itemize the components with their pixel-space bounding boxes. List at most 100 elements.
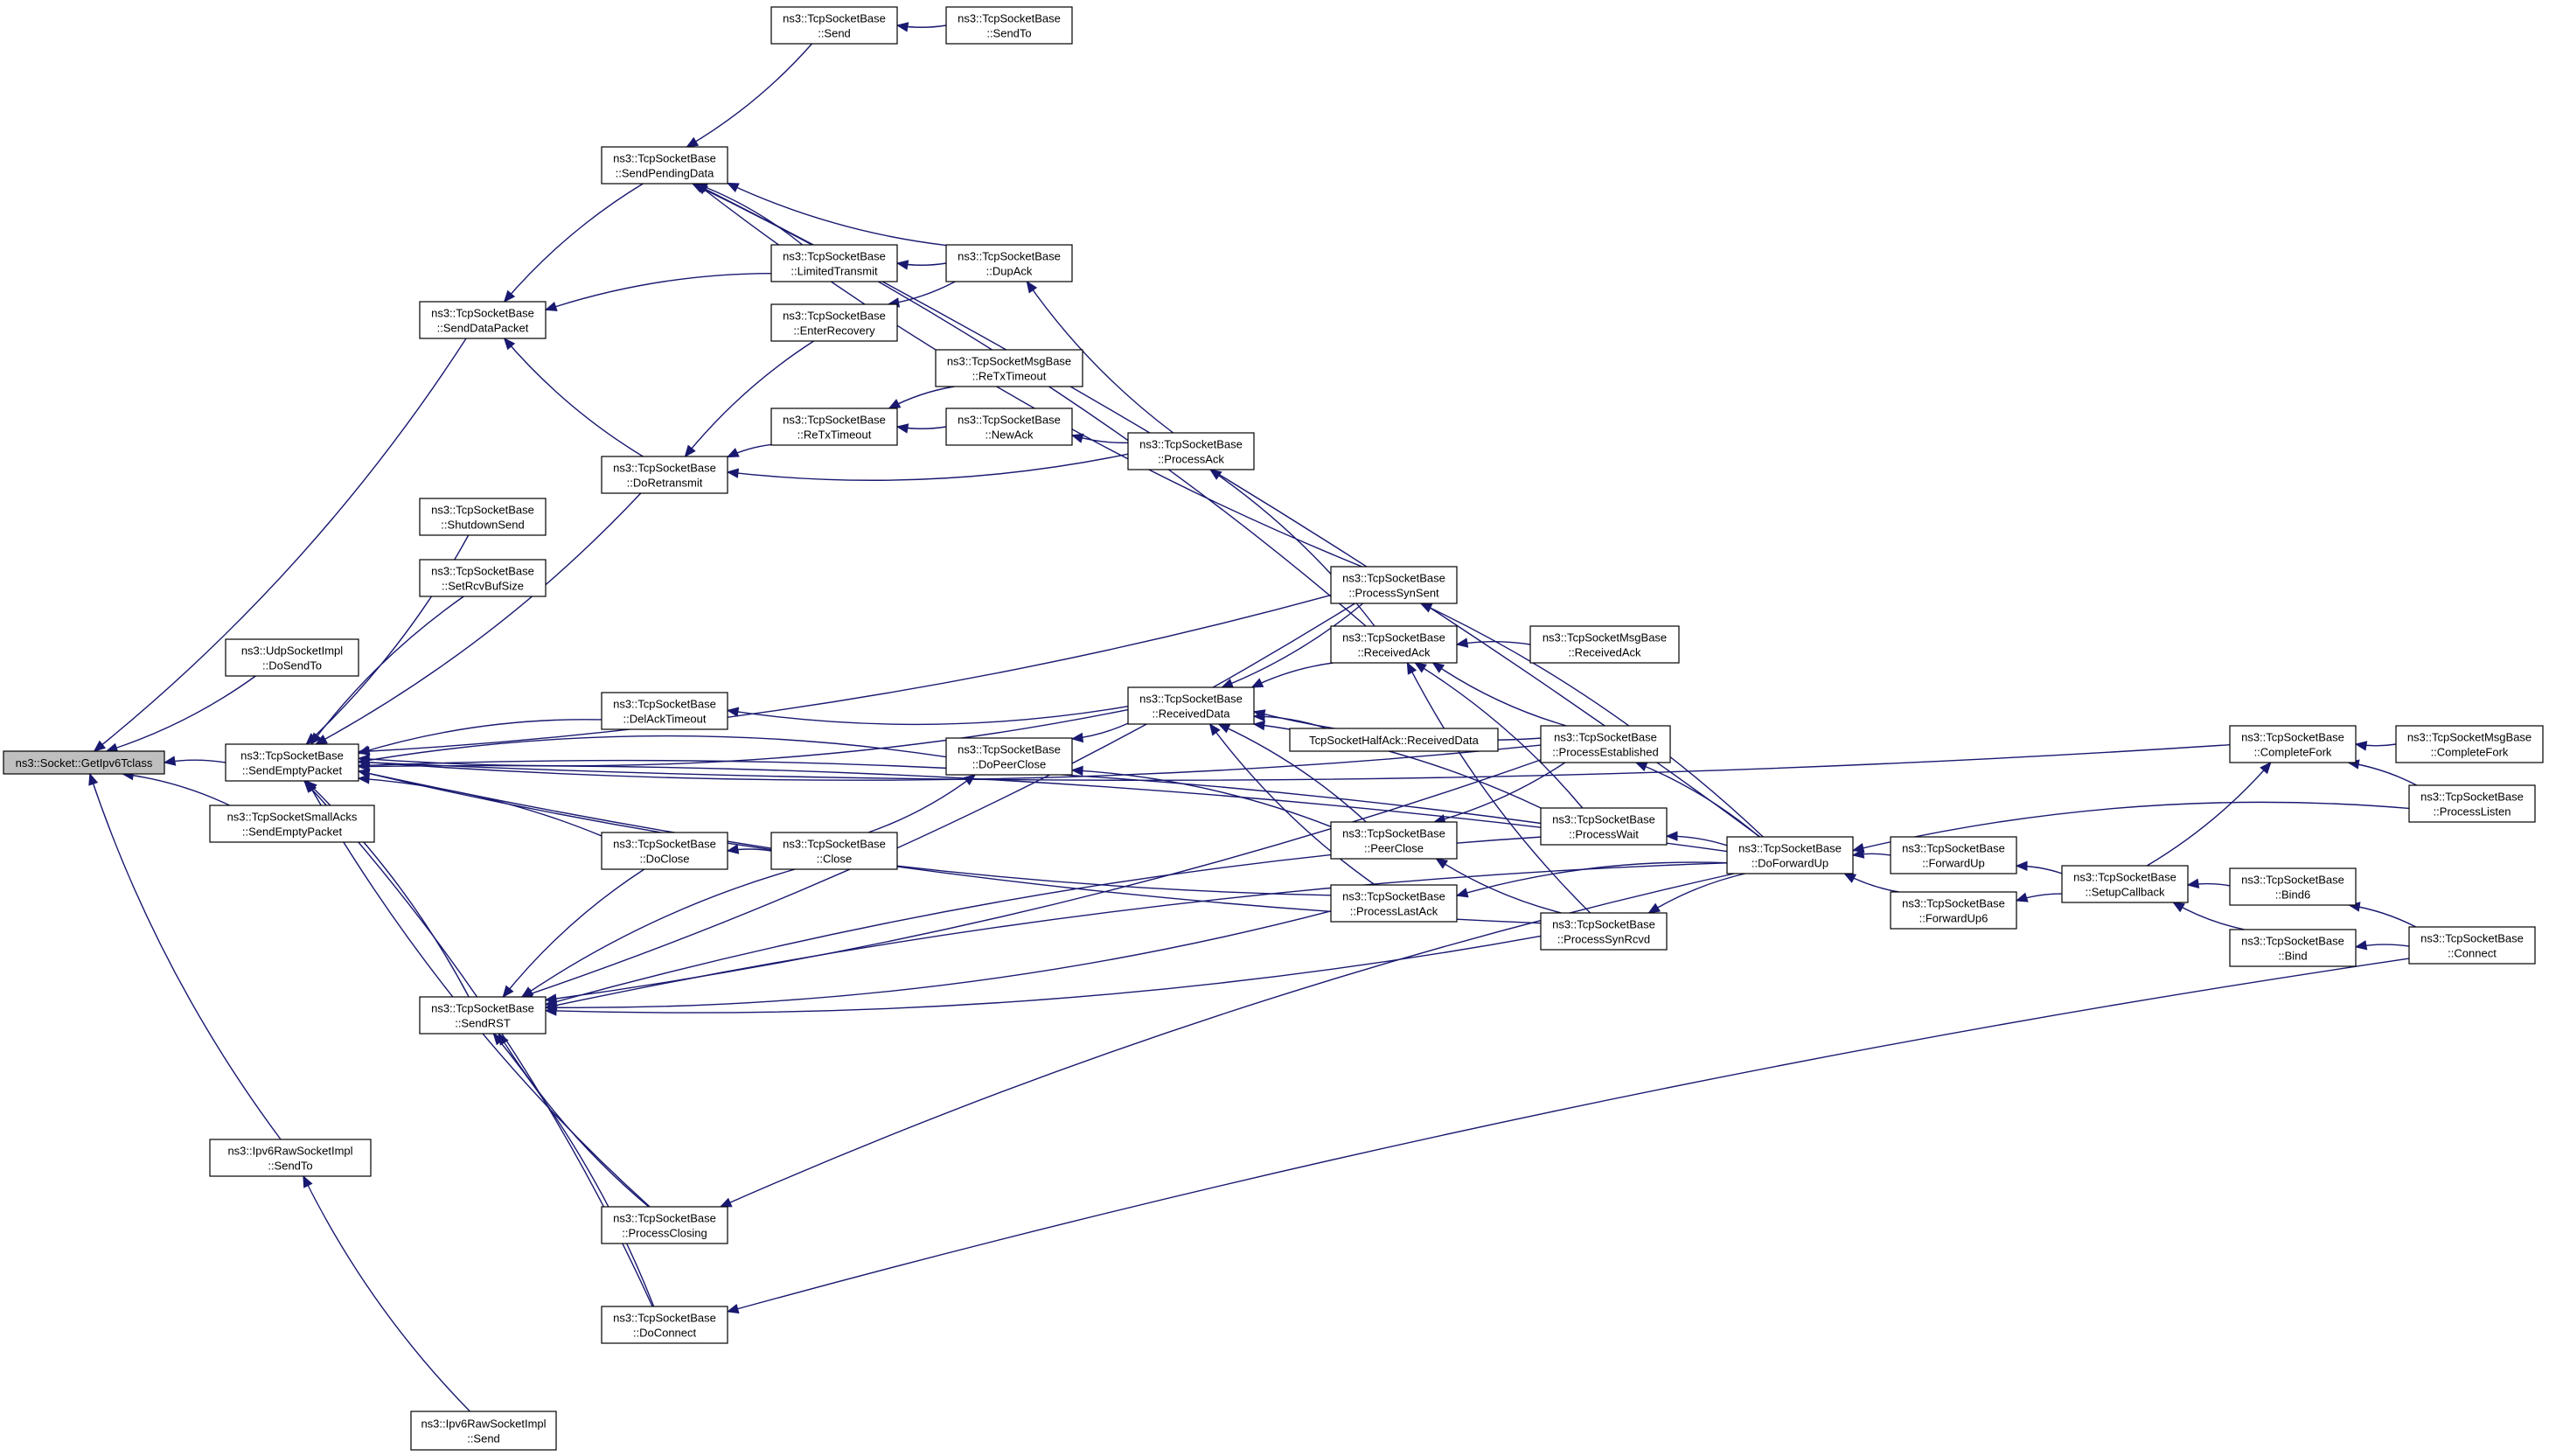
node-label-line: ::ShutdownSend bbox=[441, 519, 524, 532]
node-senddatapacket[interactable]: ns3::TcpSocketBase::SendDataPacket bbox=[419, 301, 547, 339]
call-edge-doretransmit-to-senddatapacket bbox=[503, 338, 644, 457]
node-shutdownsend[interactable]: ns3::TcpSocketBase::ShutdownSend bbox=[419, 498, 547, 536]
edge-arrowhead bbox=[503, 338, 516, 351]
node-box bbox=[209, 1139, 372, 1177]
node-label-line: ns3::TcpSocketBase bbox=[783, 838, 886, 851]
edge-arrowhead bbox=[726, 182, 740, 192]
node-label-line: ::DoPeerClose bbox=[972, 758, 1047, 771]
node-completefork[interactable]: ns3::TcpSocketBase::CompleteFork bbox=[2229, 725, 2357, 763]
node-box bbox=[601, 1306, 728, 1344]
call-edge-retxtimeout-to-doretransmit bbox=[726, 443, 772, 458]
node-processlastack[interactable]: ns3::TcpSocketBase::ProcessLastAck bbox=[1330, 884, 1458, 923]
node-processwait[interactable]: ns3::TcpSocketBase::ProcessWait bbox=[1540, 807, 1668, 846]
node-label-line: ::SetRcvBufSize bbox=[442, 580, 524, 593]
node-box bbox=[2229, 929, 2357, 967]
node-newack[interactable]: ns3::TcpSocketBase::NewAck bbox=[945, 408, 1073, 446]
edge-arrowhead bbox=[1431, 662, 1445, 673]
node-dopeerclose[interactable]: ns3::TcpSocketBase::DoPeerClose bbox=[945, 737, 1073, 776]
edge-arrowhead bbox=[357, 757, 370, 768]
node-label-line: ns3::TcpSocketBase bbox=[1552, 813, 1655, 826]
node-ipv6raw_send[interactable]: ns3::Ipv6RawSocketImpl::Send bbox=[410, 1411, 557, 1451]
node-processsynsent[interactable]: ns3::TcpSocketBase::ProcessSynSent bbox=[1330, 566, 1458, 604]
edge-arrowhead bbox=[726, 448, 740, 458]
node-label-line: ::Send bbox=[818, 27, 851, 40]
node-sendemptypacket[interactable]: ns3::TcpSocketBase::SendEmptyPacket bbox=[225, 743, 359, 782]
node-label-line: ::ReceivedData bbox=[1153, 707, 1231, 721]
node-root[interactable]: ns3::Socket::GetIpv6Tclass bbox=[3, 750, 165, 775]
node-processestablished[interactable]: ns3::TcpSocketBase::ProcessEstablished bbox=[1540, 725, 1671, 763]
call-edge-setupcallback-to-completefork bbox=[2146, 762, 2272, 867]
node-label-line: ::SendTo bbox=[268, 1160, 312, 1173]
node-box bbox=[1890, 891, 2017, 930]
node-receiveddata[interactable]: ns3::TcpSocketBase::ReceivedData bbox=[1127, 686, 1255, 725]
node-setrcvbufsize[interactable]: ns3::TcpSocketBase::SetRcvBufSize bbox=[419, 559, 547, 597]
node-receivedack[interactable]: ns3::TcpSocketBase::ReceivedAck bbox=[1330, 625, 1458, 664]
node-doforwardup[interactable]: ns3::TcpSocketBase::DoForwardUp bbox=[1726, 836, 1854, 874]
edge-arrowhead bbox=[303, 1174, 313, 1188]
node-box bbox=[2408, 926, 2536, 965]
call-edge-close-to-dopeerclose bbox=[867, 774, 977, 833]
node-label-line: ::PeerClose bbox=[1364, 842, 1424, 855]
node-send[interactable]: ns3::TcpSocketBase::Send bbox=[770, 6, 898, 45]
edge-arrowhead bbox=[1435, 858, 1449, 869]
node-sendpendingdata[interactable]: ns3::TcpSocketBase::SendPendingData bbox=[601, 146, 728, 185]
node-doclose[interactable]: ns3::TcpSocketBase::DoClose bbox=[601, 832, 728, 870]
node-dupack[interactable]: ns3::TcpSocketBase::DupAck bbox=[945, 244, 1073, 282]
call-edge-doretransmit-to-sendemptypacket bbox=[315, 492, 642, 745]
node-label-line: ::ReceivedAck bbox=[1357, 646, 1431, 659]
node-doconnect[interactable]: ns3::TcpSocketBase::DoConnect bbox=[601, 1306, 728, 1344]
node-box bbox=[1540, 807, 1668, 846]
node-box bbox=[770, 408, 898, 446]
node-connect[interactable]: ns3::TcpSocketBase::Connect bbox=[2408, 926, 2536, 965]
edge-arrowhead bbox=[1647, 902, 1661, 914]
node-doretransmit[interactable]: ns3::TcpSocketBase::DoRetransmit bbox=[601, 456, 728, 494]
node-processack[interactable]: ns3::TcpSocketBase::ProcessAck bbox=[1127, 432, 1255, 470]
node-msg_receivedack[interactable]: ns3::TcpSocketMsgBase::ReceivedAck bbox=[1529, 625, 1680, 664]
node-smallacks[interactable]: ns3::TcpSocketSmallAcks::SendEmptyPacket bbox=[209, 805, 375, 843]
node-box bbox=[1330, 625, 1458, 664]
edge-arrowhead bbox=[2354, 940, 2368, 951]
call-edge-newack-to-retxtimeout bbox=[895, 423, 947, 434]
node-label-line: ::ProcessClosing bbox=[622, 1227, 707, 1240]
call-edge-send-to-sendpendingdata bbox=[686, 43, 813, 148]
node-forwardup6[interactable]: ns3::TcpSocketBase::ForwardUp6 bbox=[1890, 891, 2017, 930]
node-label-line: ::SendRST bbox=[455, 1017, 511, 1030]
node-setupcallback[interactable]: ns3::TcpSocketBase::SetupCallback bbox=[2061, 865, 2189, 903]
node-bind[interactable]: ns3::TcpSocketBase::Bind bbox=[2229, 929, 2357, 967]
node-msg_retxtimeout[interactable]: ns3::TcpSocketMsgBase::ReTxTimeout bbox=[935, 349, 1083, 387]
node-processclosing[interactable]: ns3::TcpSocketBase::ProcessClosing bbox=[601, 1206, 728, 1244]
node-msg_completefork[interactable]: ns3::TcpSocketMsgBase::CompleteFork bbox=[2395, 725, 2544, 763]
node-label-line: ::NewAck bbox=[985, 428, 1034, 442]
edge-arrowhead bbox=[1208, 469, 1222, 480]
call-edge-processack-to-newack bbox=[1070, 433, 1129, 444]
node-label-line: ::Close bbox=[817, 853, 852, 866]
node-box bbox=[770, 832, 898, 870]
node-enterrecovery[interactable]: ns3::TcpSocketBase::EnterRecovery bbox=[770, 303, 898, 342]
edge-arrowhead bbox=[303, 780, 316, 793]
node-label-line: ns3::UdpSocketImpl bbox=[241, 644, 343, 658]
node-delacktimeout[interactable]: ns3::TcpSocketBase::DelAckTimeout bbox=[601, 692, 728, 730]
node-sendrst[interactable]: ns3::TcpSocketBase::SendRST bbox=[419, 996, 547, 1035]
node-forwardup[interactable]: ns3::TcpSocketBase::ForwardUp bbox=[1890, 836, 2017, 874]
node-udp_dosendto[interactable]: ns3::UdpSocketImpl::DoSendTo bbox=[225, 638, 359, 677]
node-processlisten[interactable]: ns3::TcpSocketBase::ProcessListen bbox=[2408, 784, 2536, 823]
node-close[interactable]: ns3::TcpSocketBase::Close bbox=[770, 832, 898, 870]
node-retxtimeout[interactable]: ns3::TcpSocketBase::ReTxTimeout bbox=[770, 408, 898, 446]
call-edge-sendto-to-send bbox=[895, 22, 947, 32]
call-edge-msg_receivedack-to-receivedack bbox=[1455, 637, 1531, 648]
node-label-line: ::SendPendingData bbox=[616, 167, 715, 180]
node-processsynrcvd[interactable]: ns3::TcpSocketBase::ProcessSynRcvd bbox=[1540, 912, 1668, 951]
node-bind6[interactable]: ns3::TcpSocketBase::Bind6 bbox=[2229, 867, 2357, 906]
node-halfack[interactable]: TcpSocketHalfAck::ReceivedData bbox=[1289, 728, 1499, 752]
call-edge-setrcvbufsize-to-sendemptypacket bbox=[310, 596, 464, 746]
edge-arrowhead bbox=[684, 444, 696, 458]
node-limitedtransmit[interactable]: ns3::TcpSocketBase::LimitedTransmit bbox=[770, 244, 898, 282]
node-box bbox=[770, 6, 898, 45]
node-box bbox=[209, 805, 375, 843]
node-label-line: ns3::TcpSocketBase bbox=[431, 565, 534, 578]
node-peerclose[interactable]: ns3::TcpSocketBase::PeerClose bbox=[1330, 821, 1458, 860]
call-edge-processwait-to-receivedack bbox=[1414, 662, 1584, 809]
node-ipv6raw_sendto[interactable]: ns3::Ipv6RawSocketImpl::SendTo bbox=[209, 1139, 372, 1177]
node-sendto[interactable]: ns3::TcpSocketBase::SendTo bbox=[945, 6, 1073, 45]
node-box bbox=[1127, 686, 1255, 725]
